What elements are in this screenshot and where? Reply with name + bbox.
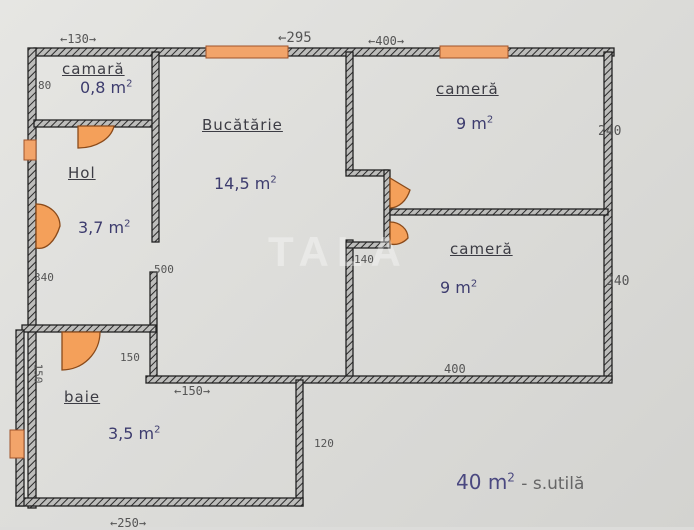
door-icon — [77, 125, 115, 149]
room-name-camera-1: cameră — [436, 80, 499, 98]
total-area: 40 m2 - s.utilă — [456, 470, 585, 494]
room-area-hol: 3,7 m2 — [78, 218, 131, 237]
room-area-camera-2: 9 m2 — [440, 278, 478, 297]
room-name-baie: baie — [64, 388, 101, 406]
total-area-label: - s.utilă — [521, 474, 585, 494]
dim-baie-bottom: ←250→ — [110, 516, 147, 530]
dim-room-width-bottom: 400 — [444, 362, 466, 376]
dim-camara-height: 80 — [38, 79, 52, 92]
dim-niche: 140 — [354, 253, 374, 266]
watermark: TALA — [268, 228, 409, 275]
door-icon — [389, 221, 409, 246]
door-icon — [61, 331, 101, 371]
dim-camara-width: ←130→ — [60, 32, 97, 46]
room-area-camera-1: 9 m2 — [456, 114, 494, 133]
room-name-camara: camară — [62, 60, 125, 78]
room-area-baie: 3,5 m2 — [108, 424, 161, 443]
window-icon — [439, 45, 509, 59]
window-icon — [23, 139, 37, 161]
doors — [35, 125, 411, 371]
dim-room1-height: 240 — [598, 124, 622, 139]
door-icon — [389, 176, 411, 209]
windows — [9, 45, 509, 459]
room-area-camara: 0,8 m2 — [80, 78, 133, 97]
dim-baie-right: 120 — [314, 437, 334, 450]
dim-room2-height: 240 — [606, 274, 630, 289]
dim-baie-door-wall: 150 — [120, 351, 140, 364]
room-area-bucatarie: 14,5 m2 — [214, 174, 277, 193]
room-name-camera-2: cameră — [450, 240, 513, 258]
room-name-bucatarie: Bucătărie — [202, 116, 283, 134]
dim-hol-height: 340 — [34, 271, 54, 284]
dim-kitchen-width: ←295 — [278, 30, 312, 46]
walls — [15, 47, 615, 509]
dim-kitchen-height: 500 — [154, 263, 174, 276]
door-icon — [35, 203, 61, 250]
room-name-hol: Hol — [68, 164, 96, 182]
dim-baie-top: ←150→ — [174, 384, 211, 398]
window-icon — [9, 429, 25, 459]
dim-room-width-top: ←400→ — [368, 34, 405, 48]
dim-baie-left: 150 — [31, 363, 45, 384]
window-icon — [205, 45, 289, 59]
